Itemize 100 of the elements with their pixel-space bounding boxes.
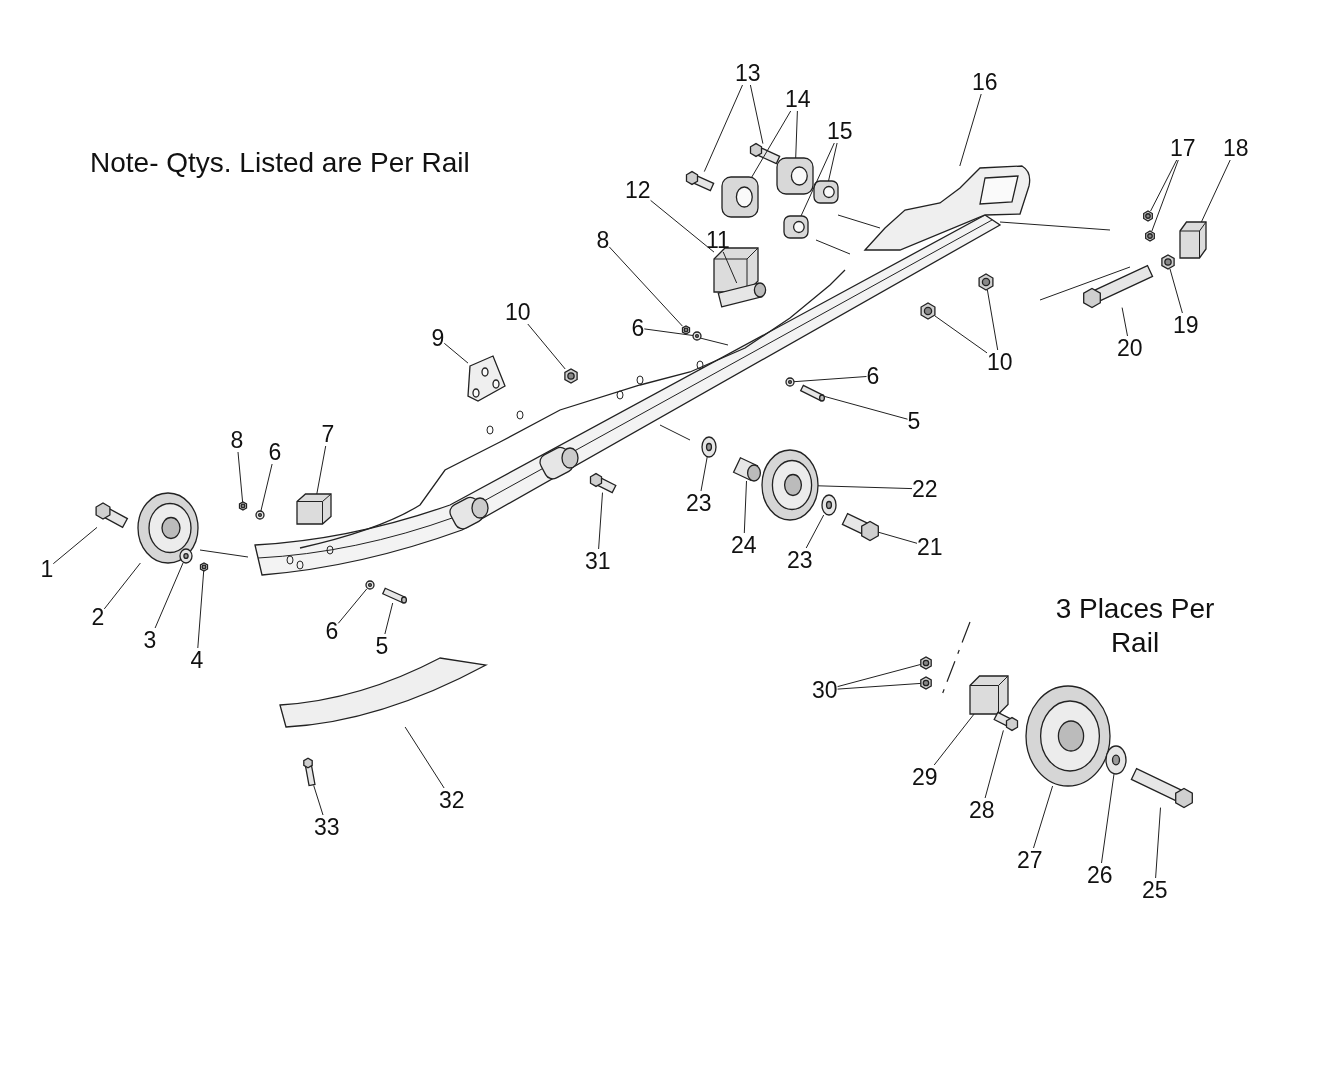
callout-number: 10 [505, 300, 531, 324]
callout-number: 27 [1017, 848, 1043, 872]
leader-line [103, 562, 141, 610]
callout-number: 33 [314, 815, 340, 839]
bolt-drawing [993, 711, 1019, 732]
leader-line [197, 570, 205, 649]
callout-number: 21 [917, 535, 943, 559]
nut-drawing [199, 562, 209, 572]
callout-number: 3 [143, 628, 157, 652]
bolt-drawing [1083, 264, 1154, 309]
leader-line [1121, 307, 1128, 337]
leader-line [154, 562, 184, 629]
leader-line [877, 531, 918, 544]
wheel-drawing [761, 449, 819, 521]
washer-drawing [821, 494, 837, 516]
nut-drawing [564, 368, 578, 384]
bracket-drawing [1179, 221, 1207, 259]
leader-line [527, 323, 566, 370]
nut-drawing [1143, 210, 1153, 222]
callout-number: 8 [596, 228, 610, 252]
leader-line [934, 315, 988, 354]
bushing-drawing [721, 176, 759, 218]
callout-number: 11 [706, 228, 730, 252]
nut-drawing [681, 325, 691, 335]
note-text: Note- Qtys. Listed are Per Rail [90, 146, 471, 180]
callout-number: 8 [230, 428, 244, 452]
leader-line [984, 729, 1004, 799]
callout-number: 6 [631, 316, 645, 340]
callout-number: 22 [912, 477, 938, 501]
washer-drawing [692, 331, 702, 341]
leader-line [805, 514, 825, 549]
leader-line [1169, 268, 1183, 314]
washer-drawing [179, 548, 193, 564]
leader-line [608, 246, 683, 327]
callout-number: 20 [1117, 336, 1143, 360]
leader-line [443, 342, 469, 364]
pin-drawing [799, 384, 826, 402]
leader-line [933, 713, 975, 766]
leader-line [404, 726, 445, 789]
side-plate-drawing [864, 165, 1031, 251]
nut-drawing [1145, 230, 1155, 242]
bushing-drawing [783, 215, 809, 239]
callout-number: 6 [325, 619, 339, 643]
callout-number: 7 [321, 422, 335, 446]
leader-line [1101, 773, 1115, 864]
callout-number: 23 [787, 548, 813, 572]
note-text: 3 Places Per Rail [1055, 592, 1215, 660]
callout-number: 17 [1170, 136, 1196, 160]
callout-number: 26 [1087, 863, 1113, 887]
callout-number: 5 [907, 409, 921, 433]
leader-line [795, 110, 798, 159]
pin-drawing [381, 587, 408, 604]
bolt-drawing [749, 142, 781, 165]
wheel-drawing [1025, 685, 1111, 787]
nut-drawing [920, 676, 932, 690]
callout-number: 31 [585, 549, 611, 573]
bolt-drawing [685, 170, 715, 192]
washer-drawing [255, 510, 265, 520]
leader-line [837, 663, 922, 688]
bolt-drawing [303, 757, 316, 787]
callout-number: 23 [686, 491, 712, 515]
callout-number: 16 [972, 70, 998, 94]
callout-number: 19 [1173, 313, 1199, 337]
leader-line [1200, 159, 1231, 223]
callout-number: 30 [812, 678, 838, 702]
callout-number: 32 [439, 788, 465, 812]
leader-line [703, 84, 743, 173]
bolt-drawing [841, 512, 879, 542]
sleeve-drawing [732, 456, 762, 482]
leader-line [313, 785, 324, 816]
callout-number: 13 [735, 61, 761, 85]
leader-line [828, 142, 838, 182]
leader-line [817, 485, 913, 490]
callout-number: 29 [912, 765, 938, 789]
leader-line [337, 588, 368, 624]
leader-line [749, 84, 764, 145]
callout-number: 2 [91, 605, 105, 629]
callout-number: 10 [987, 350, 1013, 374]
callout-number: 24 [731, 533, 757, 557]
leader-line [1155, 807, 1161, 879]
leader-line [986, 289, 999, 351]
nut-drawing [238, 501, 248, 511]
leader-line [1151, 159, 1179, 232]
leader-line [959, 93, 982, 167]
callout-number: 15 [827, 119, 853, 143]
washer-drawing [365, 580, 375, 590]
bolt-drawing [1130, 767, 1193, 809]
leader-line [52, 526, 98, 565]
callout-number: 5 [375, 634, 389, 658]
nut-drawing [1161, 254, 1175, 270]
callout-number: 18 [1223, 136, 1249, 160]
leader-line [1150, 159, 1178, 212]
nut-drawing [978, 273, 994, 291]
callout-number: 4 [190, 648, 204, 672]
callout-number: 14 [785, 87, 811, 111]
leader-line [837, 682, 922, 690]
cover-drawing [137, 492, 199, 564]
leader-line [237, 451, 244, 503]
nut-drawing [920, 302, 936, 320]
shaft-drawing [717, 282, 767, 308]
